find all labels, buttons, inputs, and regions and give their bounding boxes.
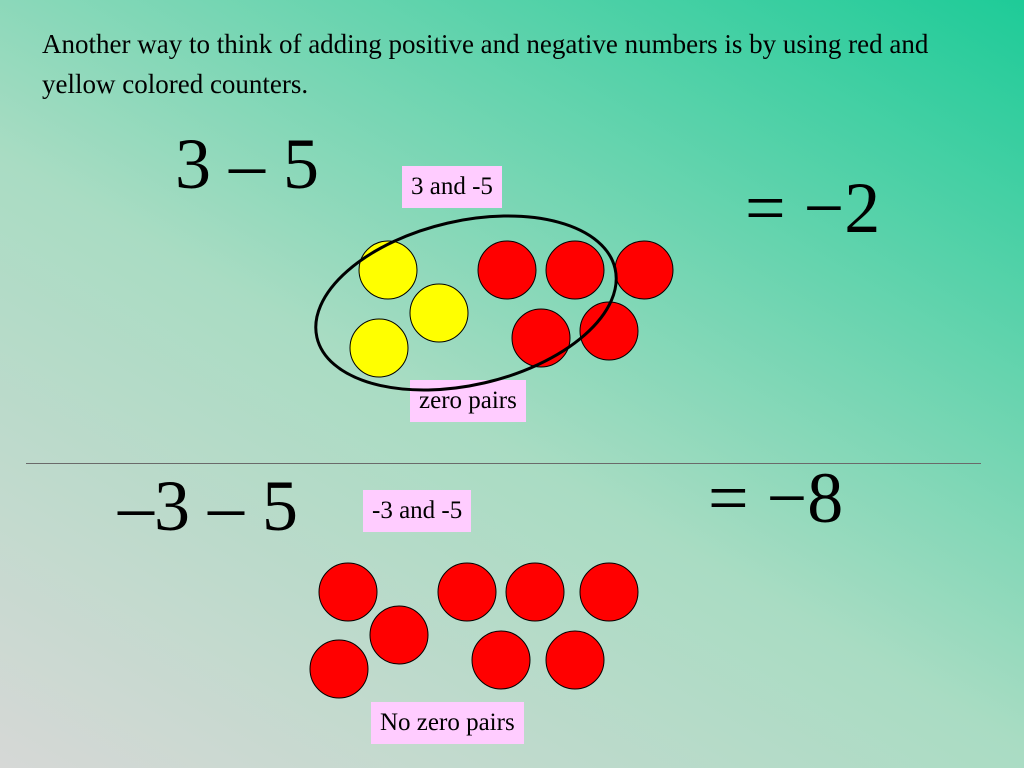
red-counter-b5 bbox=[369, 605, 429, 665]
label-zero-pairs: zero pairs bbox=[410, 380, 526, 422]
red-counter-b7 bbox=[471, 630, 531, 690]
red-counter-1 bbox=[477, 240, 537, 300]
intro-text: Another way to think of adding positive … bbox=[42, 29, 929, 99]
yellow-counter-3 bbox=[349, 318, 409, 378]
result-2: = −8 bbox=[708, 458, 844, 538]
red-counter-b3 bbox=[505, 562, 565, 622]
red-counter-2 bbox=[545, 240, 605, 300]
red-counter-4 bbox=[511, 308, 571, 368]
label-3-and-minus-5: 3 and -5 bbox=[402, 166, 502, 208]
result-1: = −2 bbox=[745, 168, 881, 248]
expression-2: –3 – 5 bbox=[118, 466, 298, 546]
zero-pairs-ellipse bbox=[314, 214, 618, 392]
red-counter-b6 bbox=[309, 639, 369, 699]
red-counter-b2 bbox=[437, 562, 497, 622]
section-divider bbox=[26, 463, 981, 464]
red-counter-3 bbox=[614, 240, 674, 300]
label-minus-3-and-minus-5: -3 and -5 bbox=[363, 490, 472, 532]
yellow-counter-1 bbox=[358, 240, 418, 300]
yellow-counter-2 bbox=[409, 283, 469, 343]
label-no-zero-pairs: No zero pairs bbox=[371, 702, 524, 744]
red-counter-b4 bbox=[579, 562, 639, 622]
red-counter-b8 bbox=[545, 630, 605, 690]
red-counter-5 bbox=[579, 301, 639, 361]
red-counter-b1 bbox=[318, 562, 378, 622]
expression-1: 3 – 5 bbox=[175, 124, 319, 204]
